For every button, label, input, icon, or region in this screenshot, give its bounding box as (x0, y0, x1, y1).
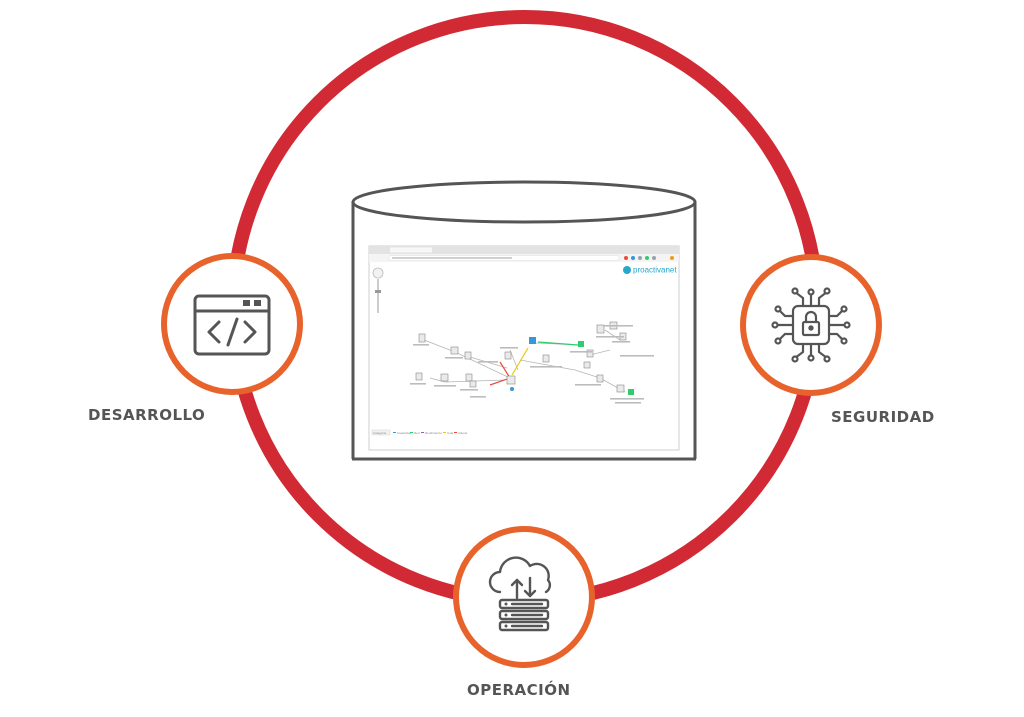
legend-item: Red (414, 431, 420, 435)
legend-item: Rendimiento (425, 431, 442, 435)
circuit-lock-icon (771, 287, 851, 363)
node-seguridad (740, 254, 882, 396)
node-operacion (453, 526, 595, 668)
legend-item: Capacidad (397, 431, 412, 435)
cloud-server-icon (488, 556, 552, 632)
screenshot-legend: Categoría Capacidad Red Rendimiento Cola… (371, 429, 468, 436)
code-window-icon (193, 294, 271, 356)
legend-item: Cliente (458, 431, 468, 435)
node-label-desarrollo: DESARROLLO (88, 406, 206, 424)
legend-item: Cola (447, 431, 454, 435)
embedded-screenshot: proactivanet (368, 245, 680, 451)
node-label-seguridad: SEGURIDAD (831, 408, 935, 426)
legend-item: Categoría (373, 431, 387, 435)
node-label-operacion: OPERACIÓN (467, 681, 571, 699)
brand-text: proactivanet (633, 266, 677, 275)
node-desarrollo (161, 253, 303, 395)
cylinder-top (351, 180, 697, 224)
